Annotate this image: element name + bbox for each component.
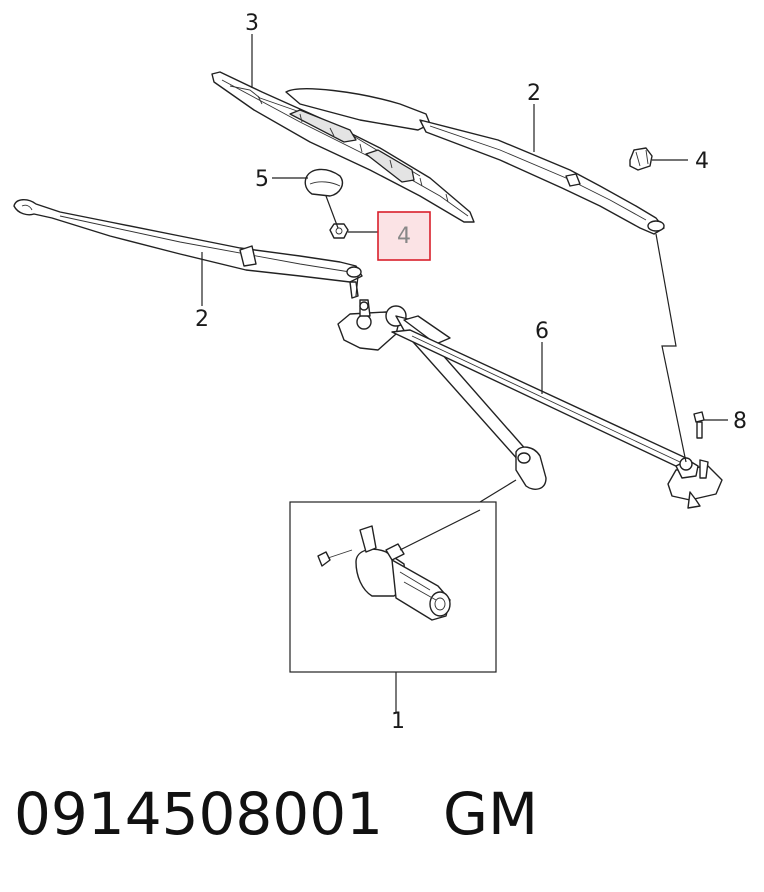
nut-right — [629, 147, 653, 171]
part-number: 0914508001 — [14, 780, 384, 848]
callout-2-upper: 2 — [527, 81, 541, 106]
callout-4-right: 4 — [695, 149, 709, 174]
linkage-frame — [337, 299, 723, 509]
callout-8: 8 — [733, 409, 747, 434]
callout-1: 1 — [391, 709, 405, 734]
bolt — [693, 411, 705, 439]
highlight-box — [377, 211, 431, 261]
callout-labels: 3 2 4 5 4 2 6 8 1 — [195, 11, 747, 734]
wiper-arm-right — [285, 88, 665, 235]
callout-6: 6 — [535, 319, 549, 344]
brand-name: GM — [443, 780, 539, 848]
nut-left — [329, 223, 349, 239]
callout-5: 5 — [255, 167, 269, 192]
wiper-blade — [211, 71, 475, 223]
callout-4-highlighted: 4 — [397, 224, 411, 249]
part-footer: 0914508001 GM — [14, 780, 538, 860]
leader-lines — [201, 34, 728, 712]
motor-detail — [289, 501, 497, 673]
callout-2-lower: 2 — [195, 307, 209, 332]
wiper-arm-left — [13, 199, 363, 299]
cap — [304, 168, 344, 197]
callout-3: 3 — [245, 11, 259, 36]
